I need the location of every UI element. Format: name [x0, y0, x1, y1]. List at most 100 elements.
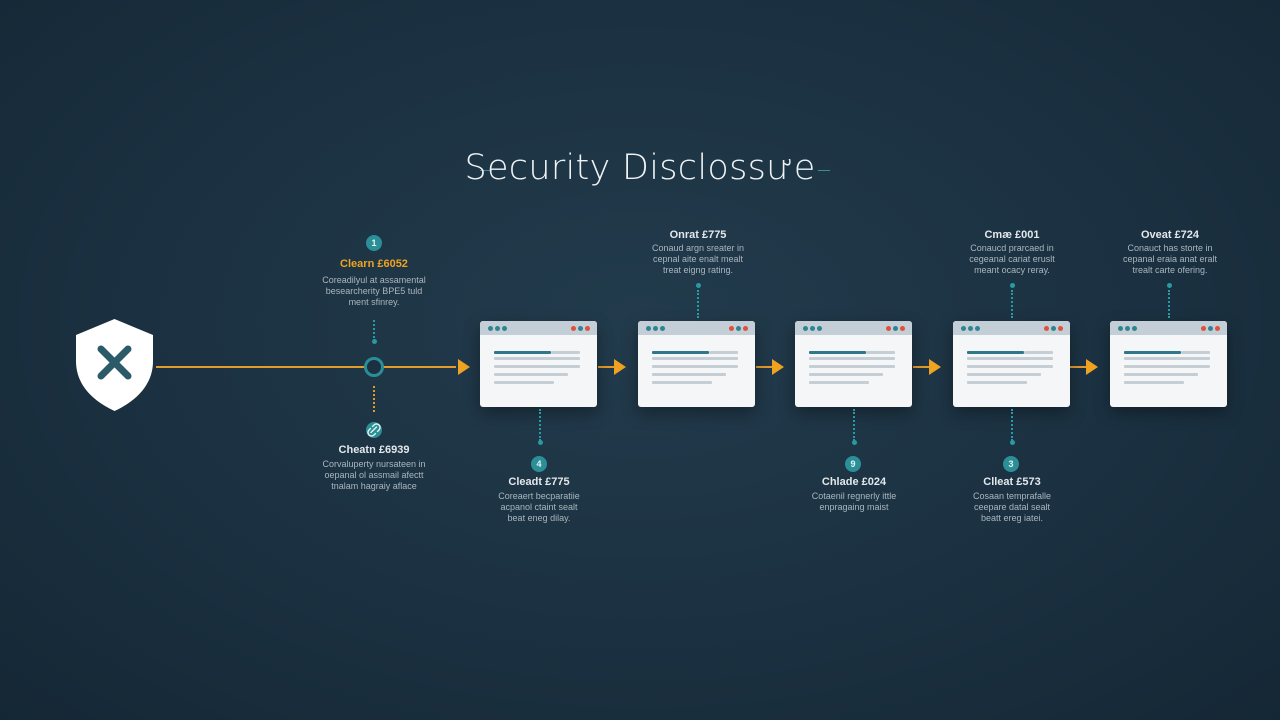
window-control-icon — [736, 326, 741, 331]
node-1-badge: 1 — [366, 235, 382, 251]
junction-node — [364, 357, 384, 377]
stage-3-bottom-title: Chlade £024 — [821, 476, 887, 488]
window-control-icon — [653, 326, 658, 331]
flow-line-3 — [756, 366, 772, 368]
card-text-line — [809, 373, 883, 376]
title-dash-right — [818, 170, 830, 171]
window-control-icon — [1201, 326, 1206, 331]
card-text-line — [652, 365, 738, 368]
window-control-icon — [495, 326, 500, 331]
stage-1-bottom-badge: 4 — [531, 456, 547, 472]
card-text-line — [866, 351, 895, 354]
card-text-line — [1024, 351, 1053, 354]
card-text-line — [1124, 357, 1210, 360]
window-control-icon — [961, 326, 966, 331]
node-1-connector-dot — [372, 339, 377, 344]
stage-3-bottom-connector — [853, 409, 855, 441]
stage-4-top-dot — [1010, 283, 1015, 288]
stage-1-bottom-desc-3: beat eneg dilay. — [507, 513, 571, 523]
node-1-desc-1: Coreadilyul at assamental — [322, 275, 426, 285]
flow-line-2 — [598, 366, 614, 368]
card-text-line — [652, 373, 726, 376]
window-control-icon — [1044, 326, 1049, 331]
stage-1-top-title: Onrat £775 — [669, 229, 727, 241]
flow-line-main — [156, 366, 456, 368]
card-text-line — [1124, 351, 1181, 354]
stage-4-bottom-connector — [1011, 409, 1013, 441]
stage-3-bottom-dot — [852, 440, 857, 445]
card-text-line — [1124, 381, 1184, 384]
stage-4-bottom-badge: 3 — [1003, 456, 1019, 472]
window-control-icon — [975, 326, 980, 331]
stage-1-bottom-title: Cleadt £775 — [508, 476, 570, 488]
window-control-icon — [1215, 326, 1220, 331]
stage-3-bottom-desc-2: enpragaing maist — [819, 502, 889, 512]
card-text-line — [809, 381, 869, 384]
card-text-line — [967, 373, 1041, 376]
stage-5-card — [1110, 321, 1227, 407]
stage-4-top-connector — [1011, 290, 1013, 318]
card-text-line — [494, 351, 551, 354]
card-text-line — [551, 351, 580, 354]
stage-1-top-desc-3: treat eigng rating. — [662, 265, 734, 275]
card-text-line — [809, 365, 895, 368]
flow-line-5 — [1070, 366, 1086, 368]
stage-4-top-desc-1: Conaucd prarcaed in — [970, 243, 1054, 253]
stage-1-bottom-connector — [539, 409, 541, 441]
card-title-bar — [480, 321, 597, 335]
window-control-icon — [1118, 326, 1123, 331]
window-control-icon — [1132, 326, 1137, 331]
node-1-connector — [373, 320, 375, 338]
card-text-line — [809, 357, 895, 360]
window-control-icon — [1125, 326, 1130, 331]
stage-3-card — [795, 321, 912, 407]
stage-1-top-dot — [696, 283, 701, 288]
title-dash-left — [480, 170, 492, 171]
card-text-line — [652, 351, 709, 354]
link-icon — [367, 423, 381, 437]
window-control-icon — [502, 326, 507, 331]
card-text-line — [494, 365, 580, 368]
stage-2-card — [638, 321, 755, 407]
stage-5-top-title: Oveat £724 — [1140, 229, 1200, 241]
window-control-icon — [968, 326, 973, 331]
card-text-line — [1181, 351, 1210, 354]
stage-5-top-dot — [1167, 283, 1172, 288]
card-text-line — [494, 357, 580, 360]
stage-5-top-desc-3: trealt carte ofering. — [1132, 265, 1208, 275]
node-1-desc-2: besearcherity BPE5 tuld — [325, 286, 423, 296]
stage-4-bottom-desc-2: ceepare datal sealt — [973, 502, 1051, 512]
card-text-line — [652, 357, 738, 360]
stage-4-bottom-desc-3: beatt ereg iatei. — [980, 513, 1044, 523]
stage-5-top-desc-2: cepanal eraia anat eralt — [1122, 254, 1218, 264]
window-control-icon — [578, 326, 583, 331]
card-text-line — [809, 351, 866, 354]
card-text-line — [967, 365, 1053, 368]
flow-arrow-3 — [772, 359, 784, 375]
stage-1-bottom-desc-1: Coreaert becparatiie — [498, 491, 580, 501]
window-control-icon — [817, 326, 822, 331]
window-control-icon — [893, 326, 898, 331]
stage-5-top-connector — [1168, 290, 1170, 318]
window-control-icon — [488, 326, 493, 331]
card-text-line — [967, 351, 1024, 354]
flow-line-4 — [913, 366, 929, 368]
stage-1-bottom-desc-2: acpanol ctaint sealt — [500, 502, 578, 512]
flow-arrow-5 — [1086, 359, 1098, 375]
stage-1-top-connector — [697, 290, 699, 318]
stage-4-card — [953, 321, 1070, 407]
node-2-desc-2: oepanal ol assmail afectt — [324, 470, 424, 480]
stage-4-bottom-title: Clleat £573 — [983, 476, 1041, 488]
stage-4-top-desc-3: meant ocacy reray. — [974, 265, 1050, 275]
window-control-icon — [646, 326, 651, 331]
node-2-desc-1: Corvaluperty nursateen in — [322, 459, 426, 469]
stage-1-top-desc-1: Conaud argn sreater in — [651, 243, 745, 253]
window-control-icon — [900, 326, 905, 331]
window-control-icon — [571, 326, 576, 331]
card-title-bar — [953, 321, 1070, 335]
stage-4-top-desc-2: cegeanal cariat eruslt — [969, 254, 1055, 264]
node-2-title: Cheatn £6939 — [338, 444, 410, 456]
card-text-line — [494, 381, 554, 384]
card-text-line — [967, 357, 1053, 360]
window-control-icon — [729, 326, 734, 331]
